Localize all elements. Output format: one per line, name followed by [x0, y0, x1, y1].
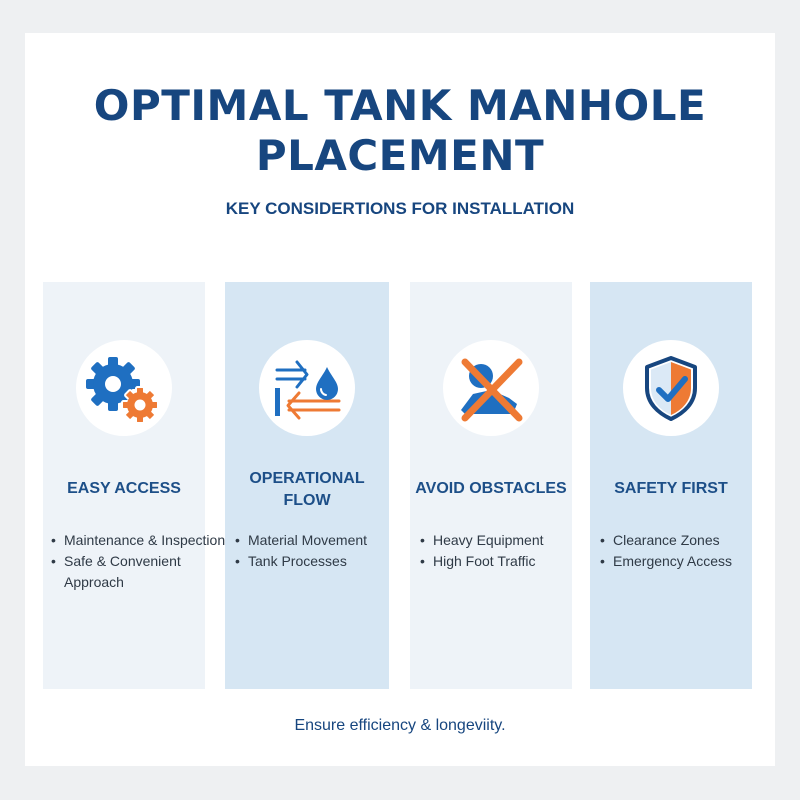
icon-badge [623, 340, 719, 436]
crossed-out-obstacle-icon [461, 358, 523, 422]
card-title: OPERATIONAL FLOW [249, 470, 365, 509]
bullet-list: Material Movement Tank Processes [235, 530, 387, 572]
page-subtitle: KEY CONSIDERTIONS FOR INSTALLATION [225, 199, 575, 218]
bullet-item: Emergency Access [600, 551, 750, 572]
bullet-item: High Foot Traffic [420, 551, 570, 572]
card-safety-first: SAFETY FIRST Clearance Zones Emergency A… [590, 282, 752, 689]
gears-icon [86, 357, 159, 424]
flow-arrows-water-drop-icon [275, 360, 341, 420]
bullet-item: Safe & Convenient Approach [51, 551, 184, 593]
bullet-item: Maintenance & Inspection [51, 530, 225, 551]
title-line-1: OPTIMAL TANK MANHOLE [93, 81, 707, 130]
card-title: EASY ACCESS [67, 480, 181, 497]
bullet-item: Clearance Zones [600, 530, 750, 551]
title-line-2: PLACEMENT [255, 131, 545, 180]
icon-badge [76, 340, 172, 436]
bullet-list: Maintenance & Inspection Safe & Convenie… [51, 530, 225, 593]
footer-tagline: Ensure efficiency & longeviity. [294, 717, 506, 734]
bullet-item: Material Movement [235, 530, 387, 551]
infographic-page: OPTIMAL TANK MANHOLE PLACEMENT KEY CONSI… [25, 33, 775, 766]
bullet-item: Heavy Equipment [420, 530, 570, 551]
card-title: SAFETY FIRST [614, 480, 728, 497]
page-title: OPTIMAL TANK MANHOLE PLACEMENT [25, 81, 775, 181]
icon-badge [443, 340, 539, 436]
bullet-list: Heavy Equipment High Foot Traffic [420, 530, 570, 572]
card-easy-access: EASY ACCESS Maintenance & Inspection Saf… [43, 282, 225, 689]
shield-check-icon [645, 356, 697, 421]
card-title: AVOID OBSTACLES [415, 480, 567, 497]
bullet-list: Clearance Zones Emergency Access [600, 530, 750, 572]
icon-badge [259, 340, 355, 436]
bullet-item: Tank Processes [235, 551, 387, 572]
card-operational-flow: OPERATIONAL FLOW Material Movement Tank … [225, 282, 389, 689]
card-avoid-obstacles: AVOID OBSTACLES Heavy Equipment High Foo… [410, 282, 572, 689]
